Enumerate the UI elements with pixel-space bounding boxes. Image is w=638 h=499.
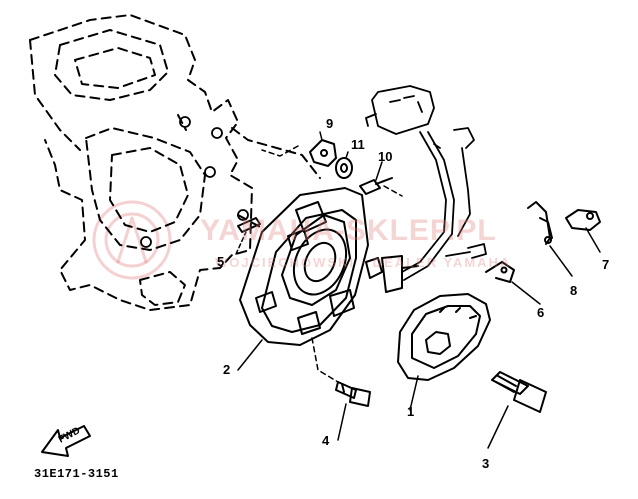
wire-harness [365, 85, 487, 281]
bolt-3 [491, 371, 547, 413]
callout-11: 11 [351, 137, 365, 152]
clamp-6 [485, 261, 515, 283]
callout-4: 4 [322, 433, 330, 448]
stator-assembly-2 [239, 187, 419, 346]
watermark-subtext: WOJCIECHOWSKI · DEALER YAMAHA [215, 255, 512, 270]
callout-2: 2 [223, 362, 231, 377]
crankcase-outline [29, 14, 321, 311]
callout-8: 8 [570, 283, 578, 298]
rotor-1 [397, 293, 491, 381]
watermark-text: YAMAHA-SKLEP.PL [200, 214, 497, 247]
screw-10 [359, 177, 393, 195]
crankcase-bolt-holes [140, 116, 249, 248]
callout-6: 6 [537, 305, 545, 320]
diagram-code: 31E171-3151 [34, 467, 119, 481]
callout-5: 5 [217, 254, 225, 269]
bracket-9 [309, 139, 337, 167]
pin-5 [237, 217, 261, 233]
callout-9: 9 [326, 116, 334, 131]
callout-7: 7 [602, 257, 610, 272]
callout-3: 3 [482, 456, 490, 471]
bracket-8 [527, 201, 553, 245]
clamp-7 [565, 209, 601, 231]
bolt-4 [335, 381, 371, 407]
washer-11 [335, 157, 353, 179]
leader-lines [235, 131, 601, 449]
fwd-arrow-icon [41, 425, 91, 457]
callout-10: 10 [378, 149, 393, 164]
callout-1: 1 [407, 404, 415, 419]
watermark-logo [92, 200, 172, 280]
